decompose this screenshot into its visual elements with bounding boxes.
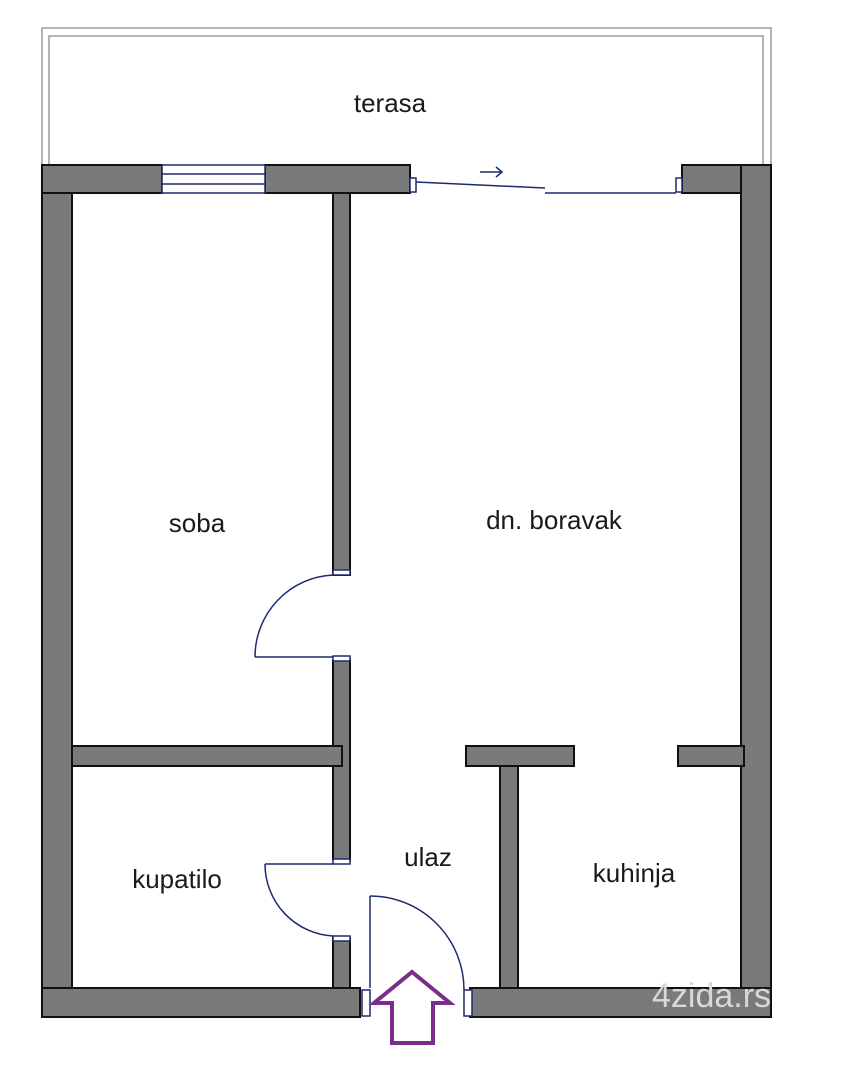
door-entrance <box>361 895 473 1017</box>
door-bedroom <box>254 569 351 662</box>
wall-kitchen-top-right <box>677 745 745 767</box>
wall-bathroom-top <box>71 745 343 767</box>
wall-kitchen-left <box>499 765 519 989</box>
wall-bottom-right <box>469 987 772 1018</box>
wall-bathroom-stub <box>332 937 351 989</box>
window <box>161 164 266 194</box>
watermark: 4zida.rs <box>652 977 771 1015</box>
label-living-room: dn. boravak <box>486 505 623 535</box>
wall-left <box>41 164 73 1018</box>
label-bedroom: soba <box>169 508 226 538</box>
wall-right <box>740 164 772 1018</box>
right-arrow-icon <box>480 166 504 178</box>
walls <box>41 164 772 1018</box>
wall-kitchen-top-left <box>465 745 575 767</box>
wall-top-middle <box>264 164 411 194</box>
wall-partition-upper <box>332 192 351 576</box>
up-arrow-icon <box>368 969 456 1045</box>
sliding-door <box>409 177 683 194</box>
label-terrace: terasa <box>354 88 427 118</box>
label-entrance: ulaz <box>404 842 452 872</box>
label-bathroom: kupatilo <box>132 864 222 894</box>
label-kitchen: kuhinja <box>593 858 676 888</box>
terrace-outline <box>41 27 772 165</box>
wall-top-left <box>41 164 163 194</box>
door-bathroom <box>264 858 351 942</box>
wall-bottom-left <box>41 987 361 1018</box>
